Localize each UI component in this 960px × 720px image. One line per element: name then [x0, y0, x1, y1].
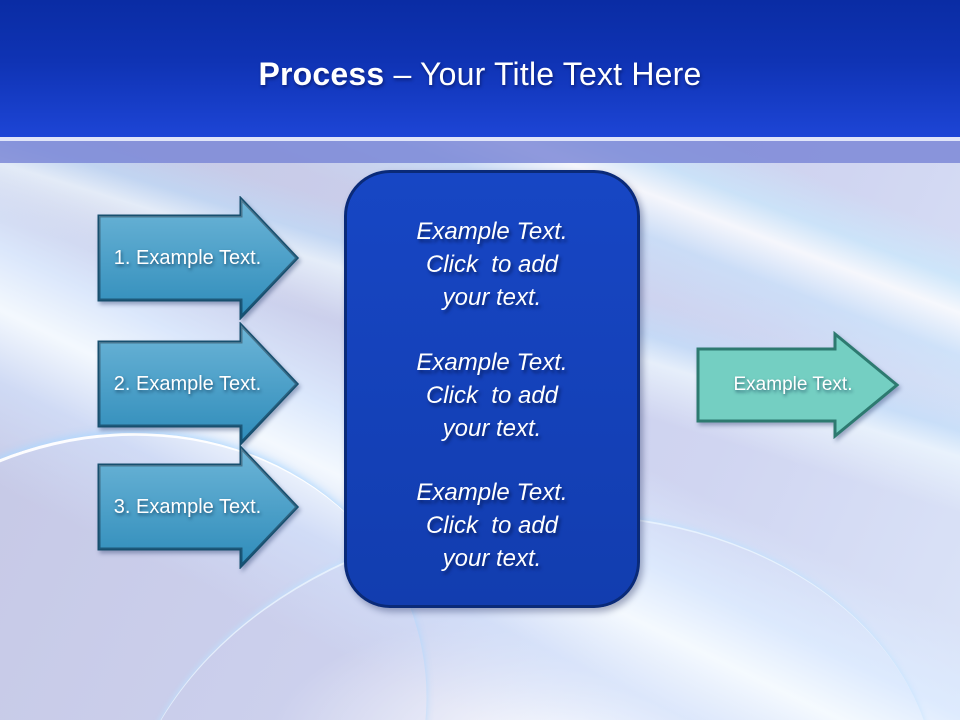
title-subtitle: – Your Title Text Here	[384, 56, 702, 92]
panel-text-block-1: Example Text. Click to add your text.	[357, 215, 627, 314]
panel-text-line: Example Text.	[416, 348, 568, 376]
panel-text-line: Click to add	[425, 251, 559, 278]
slide-header: Process – Your Title Text Here	[0, 0, 960, 137]
process-step-arrow-1[interactable]: 1. Example Text.	[97, 196, 300, 320]
right-arrow-shape-icon	[696, 331, 900, 439]
output-arrow[interactable]: Example Text.	[696, 331, 900, 439]
slide-body: 1. Example Text. 2. Example Text. 3. Exa…	[0, 137, 960, 720]
panel-text-line: your text.	[442, 545, 542, 572]
description-panel[interactable]: Example Text. Click to add your text. Ex…	[344, 170, 640, 608]
header-divider-strip	[0, 137, 960, 141]
header-divider-band	[0, 141, 960, 163]
process-step-arrow-2[interactable]: 2. Example Text.	[97, 322, 300, 446]
panel-text-line: Click to add	[425, 512, 559, 539]
panel-text-line: Example Text.	[416, 218, 568, 245]
right-arrow-shape-icon	[97, 445, 300, 569]
panel-text-block-3: Example Text. Click to add your text.	[357, 476, 627, 575]
process-step-arrow-3[interactable]: 3. Example Text.	[97, 445, 300, 569]
right-arrow-shape-icon	[97, 196, 300, 320]
slide-title[interactable]: Process – Your Title Text Here	[258, 44, 701, 93]
panel-text-block-2: Example Text. Click to add your text.	[357, 346, 627, 445]
right-arrow-shape-icon	[97, 322, 300, 446]
panel-text-line: your text.	[442, 284, 542, 311]
title-topic: Process	[258, 56, 385, 92]
panel-text-line: Click to add	[425, 381, 559, 409]
panel-text-line: your text.	[442, 414, 542, 442]
panel-text-line: Example Text.	[416, 479, 568, 506]
